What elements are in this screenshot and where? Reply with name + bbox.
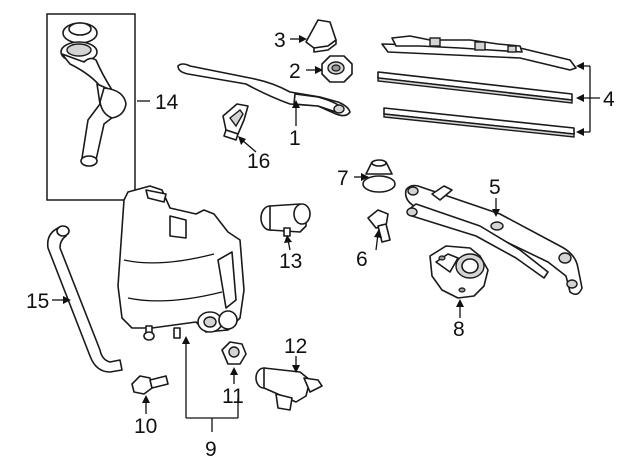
linkage-part — [404, 184, 583, 296]
filler-neck-part — [60, 22, 127, 167]
wiper-blades-part — [377, 35, 577, 138]
bracket-part — [222, 103, 249, 141]
nut-part — [321, 55, 353, 83]
hose-part — [46, 225, 123, 373]
tank-bolt-part — [131, 375, 169, 395]
wiper-arm-part — [177, 63, 351, 117]
rear-washer-pump-part — [255, 367, 323, 411]
callout-6: 6 — [356, 248, 368, 271]
callout-10: 10 — [134, 415, 157, 438]
callout-13: 13 — [279, 250, 302, 273]
cap-part — [305, 19, 337, 53]
callout-12: 12 — [284, 335, 307, 358]
callout-11: 11 — [222, 385, 244, 408]
callout-16: 16 — [247, 150, 270, 173]
reservoir-tank-part — [117, 185, 245, 341]
callout-5: 5 — [489, 176, 501, 199]
callout-3: 3 — [274, 29, 286, 52]
callout-8: 8 — [453, 318, 465, 341]
callout-7: 7 — [337, 167, 349, 190]
callout-labels: 1 2 3 4 5 6 7 8 9 10 11 12 13 14 15 16 — [26, 29, 615, 461]
callout-15: 15 — [26, 290, 49, 313]
grommet-part — [362, 159, 396, 193]
tank-grommet-part — [221, 341, 247, 365]
washer-pump-part — [260, 203, 311, 237]
callout-4: 4 — [603, 88, 615, 111]
callout-9: 9 — [205, 438, 217, 461]
leader-lines — [52, 35, 600, 432]
filler-neck-box — [46, 13, 136, 201]
wiper-motor-part — [429, 245, 489, 299]
callout-2: 2 — [289, 60, 301, 83]
callout-1: 1 — [289, 127, 301, 150]
callout-14: 14 — [155, 91, 179, 114]
